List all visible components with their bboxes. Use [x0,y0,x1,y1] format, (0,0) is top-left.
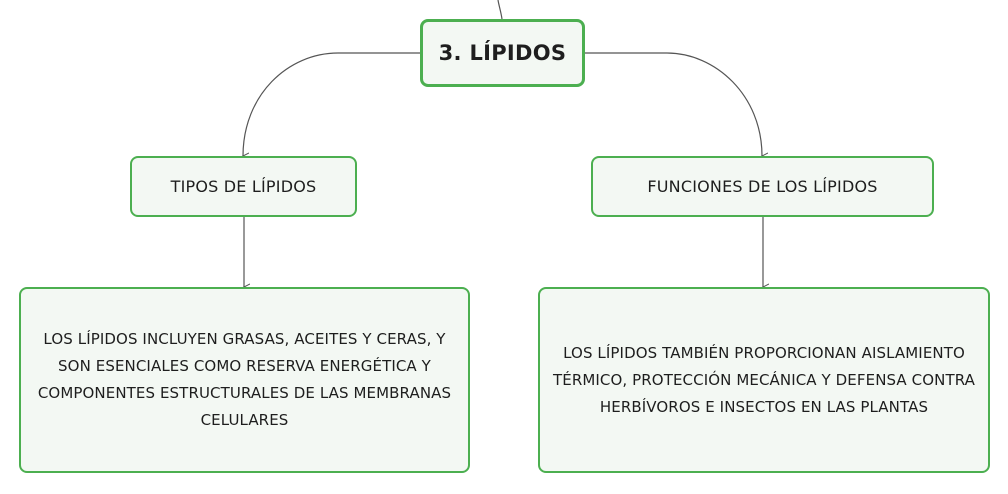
topic-node-tipos-label: TIPOS DE LÍPIDOS [170,177,317,196]
root-node-label: 3. LÍPIDOS [438,41,567,65]
connector-root-to-tipos [243,52,421,156]
detail-node-tipos[interactable]: LOS LÍPIDOS INCLUYEN GRASAS, ACEITES Y C… [19,287,470,473]
root-node[interactable]: 3. LÍPIDOS [420,19,585,87]
detail-node-tipos-text: LOS LÍPIDOS INCLUYEN GRASAS, ACEITES Y C… [37,330,452,429]
topic-node-funciones[interactable]: FUNCIONES DE LOS LÍPIDOS [591,156,934,217]
connector-root-to-funciones [585,52,762,156]
detail-node-funciones[interactable]: LOS LÍPIDOS TAMBIÉN PROPORCIONAN AISLAMI… [538,287,990,473]
topic-node-tipos[interactable]: TIPOS DE LÍPIDOS [130,156,357,217]
parent-connector [497,0,503,20]
detail-node-funciones-text: LOS LÍPIDOS TAMBIÉN PROPORCIONAN AISLAMI… [553,343,975,416]
topic-node-funciones-label: FUNCIONES DE LOS LÍPIDOS [647,177,878,196]
